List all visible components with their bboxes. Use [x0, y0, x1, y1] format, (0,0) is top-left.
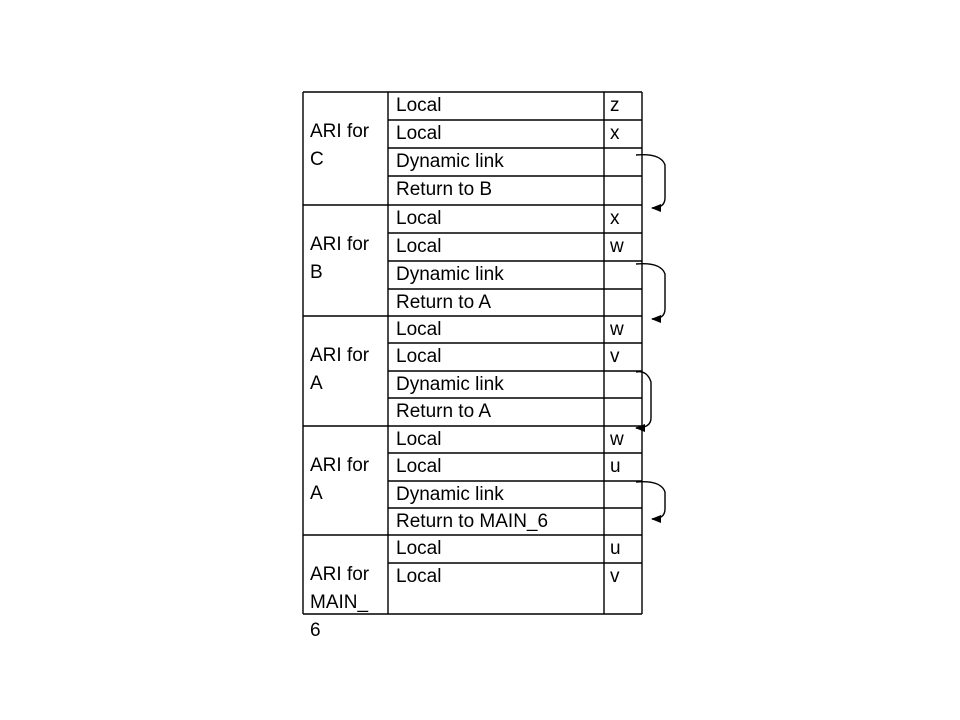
dynamic-link-arrow: [635, 263, 666, 323]
record-label: B: [310, 262, 323, 283]
dynamic-link-arrow: [635, 154, 666, 212]
variable-name: w: [609, 429, 624, 450]
record-label: A: [310, 373, 323, 394]
variable-name: z: [610, 95, 620, 116]
record-label: ARI for: [310, 234, 370, 255]
variable-name: u: [610, 538, 621, 559]
record-label: ARI for: [310, 121, 370, 142]
variable-name: w: [609, 319, 624, 340]
field-name: Local: [396, 456, 441, 477]
record-label: 6: [310, 620, 321, 641]
record-label: ARI for: [310, 455, 370, 476]
field-name: Local: [396, 123, 441, 144]
field-name: Return to B: [396, 179, 492, 200]
field-name: Local: [396, 346, 441, 367]
field-name: Local: [396, 538, 441, 559]
field-name: Local: [396, 236, 441, 257]
record-label: ARI for: [310, 564, 370, 585]
field-name: Local: [396, 319, 441, 340]
field-name: Local: [396, 95, 441, 116]
field-name: Return to A: [396, 401, 491, 422]
record-label: C: [310, 149, 324, 170]
record-label: ARI for: [310, 345, 370, 366]
record-label: A: [310, 483, 323, 504]
field-name: Dynamic link: [396, 264, 504, 285]
dynamic-link-arrow: [635, 481, 666, 523]
variable-name: x: [610, 208, 620, 229]
field-name: Local: [396, 429, 441, 450]
dynamic-link-arrow: [635, 371, 652, 432]
record-label: MAIN_: [310, 592, 369, 613]
variable-name: w: [609, 236, 624, 257]
field-name: Return to MAIN_6: [396, 511, 548, 532]
field-name: Dynamic link: [396, 151, 504, 172]
variable-name: x: [610, 123, 620, 144]
variable-name: u: [610, 456, 621, 477]
field-name: Return to A: [396, 292, 491, 313]
variable-name: v: [610, 346, 620, 367]
field-name: Dynamic link: [396, 484, 504, 505]
field-name: Local: [396, 566, 441, 587]
variable-name: v: [610, 566, 620, 587]
field-name: Local: [396, 208, 441, 229]
field-name: Dynamic link: [396, 374, 504, 395]
